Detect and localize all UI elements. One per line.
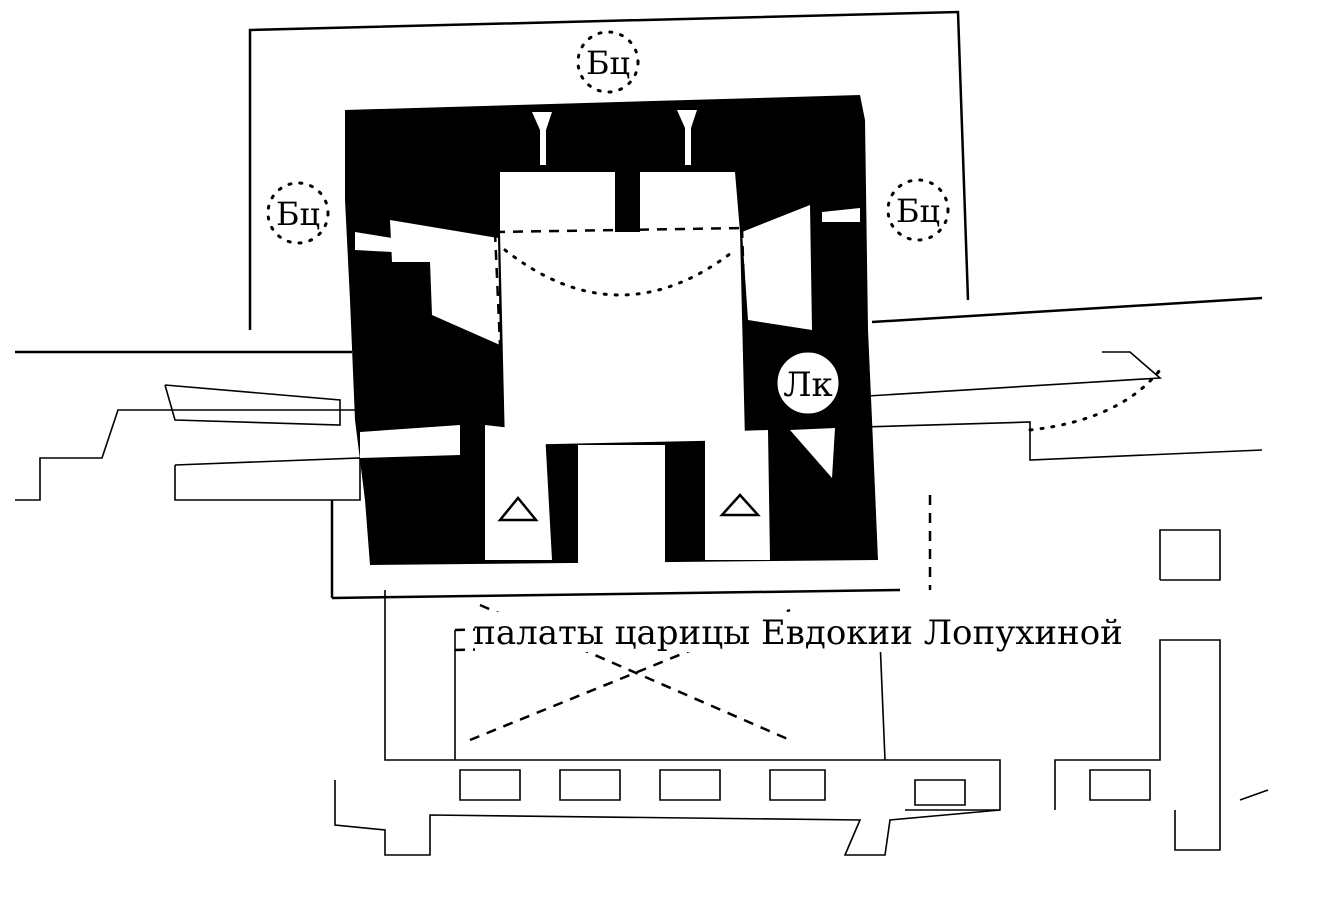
apse-markers (497, 493, 761, 522)
right-wing (742, 205, 812, 330)
building-caption: палаты царицы Евдокии Лопухиной (473, 613, 1123, 653)
vault-arcs (493, 226, 1162, 432)
outer-enclosure (248, 10, 970, 330)
window-slit (677, 110, 697, 165)
lower-building (334, 529, 1269, 856)
left-wing (390, 220, 500, 345)
left-apse (485, 425, 552, 560)
label-top-text: Бц (586, 44, 630, 82)
label-left: Бц (266, 181, 330, 245)
right-apse (705, 430, 770, 560)
label-top: Бц (576, 30, 640, 94)
label-marker: Лк (774, 349, 842, 417)
label-marker-text: Лк (783, 365, 833, 405)
corridor-lines (15, 296, 1263, 600)
masonry-block (345, 95, 878, 570)
label-right-text: Бц (896, 192, 940, 230)
label-left-text: Бц (276, 195, 320, 233)
label-right: Бц (886, 178, 950, 242)
central-hall (500, 172, 745, 445)
